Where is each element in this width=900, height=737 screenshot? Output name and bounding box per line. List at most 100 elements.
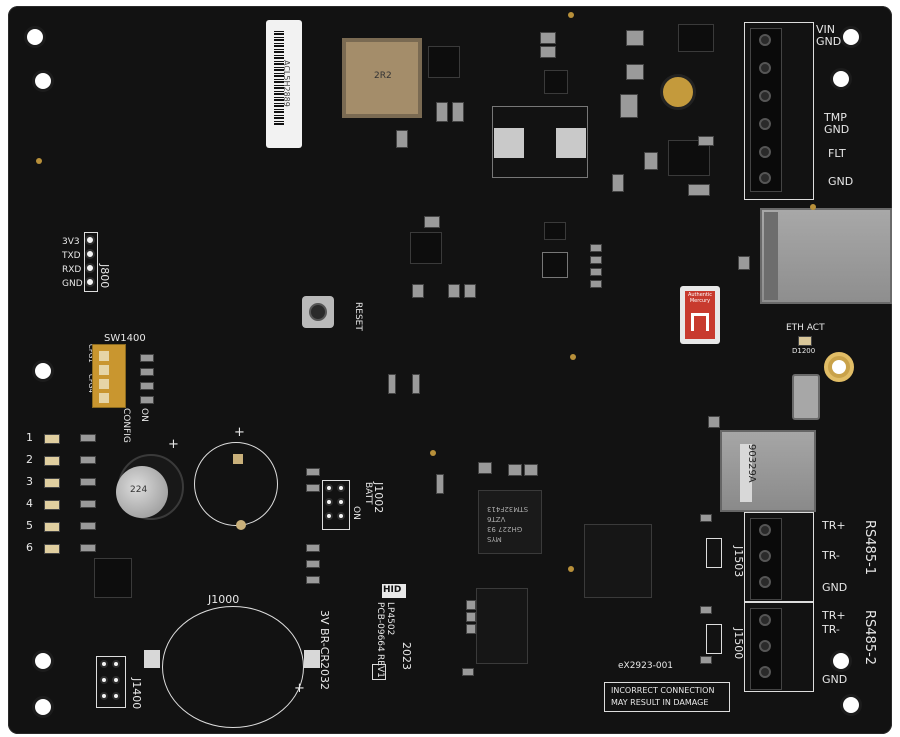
terminal-screw [759,666,771,678]
ethernet-jack-face [764,212,778,300]
dip-switch[interactable] [92,344,126,408]
resistor [306,560,320,568]
j800-label: J800 [98,264,111,289]
warning-line-2: MAY RESULT IN DAMAGE [611,698,709,707]
via [568,566,574,572]
dip-toggle-1[interactable] [99,351,109,361]
resistor [306,484,320,492]
j800-pin-hole [85,277,95,287]
j1000-label: J1000 [208,593,240,606]
resistor [412,284,424,298]
emmc-chip [584,524,652,598]
led-number-1: 1 [26,431,33,444]
warning-line-1: INCORRECT CONNECTION [611,686,715,695]
status-led-1 [44,434,60,444]
terminal-screw [759,90,771,102]
j1400-label: J1400 [130,678,143,710]
resistor [448,284,460,298]
battery-type: 3V BR-CR2032 [318,610,331,691]
circuit-board: ACL5H2889 2R2 VIN GND TMP GND FLT GND ET… [8,6,892,734]
reset-button-cap[interactable] [309,303,327,321]
inductor-marking: 2R2 [374,71,392,81]
rs485-2-label: RS485-2 [862,610,877,666]
mounting-hole [32,360,54,382]
part-number: eX2923-001 [618,661,674,671]
terminal-label-flt: FLT [828,147,846,160]
resistor [306,576,320,584]
resistor [80,522,96,530]
j800-outline [84,232,98,292]
reset-button[interactable] [302,296,334,328]
serial-sticker: ACL5H2889 [266,20,302,148]
resistor [140,354,154,362]
via [36,158,42,164]
ethernet-jack[interactable] [760,208,892,304]
resistor [140,382,154,390]
dip-toggle-2[interactable] [99,365,109,375]
pcb-number: PCB-09664 [375,602,385,652]
dip-toggle-4[interactable] [99,393,109,403]
led-number-4: 4 [26,497,33,510]
j1400-pin [112,676,120,684]
terminal-label-gnd: GND [824,123,850,136]
coin-cell-outline [162,606,304,728]
sw1400-config: CONFIG [121,408,131,443]
board-model: LP4502 [385,602,395,636]
inductor-l302 [668,140,710,176]
ic-u400 [410,232,442,264]
capacitor [540,32,556,44]
resistor [590,280,602,288]
ic-soic [94,558,132,598]
serial-number: ACL5H2889 [282,60,291,107]
plus-symbol: + [234,425,245,440]
j1002-pin [325,498,333,506]
resistor [462,668,474,676]
inductor-pad [556,128,586,158]
dip-toggle-3[interactable] [99,379,109,389]
rs485-2-gnd: GND [822,673,848,686]
j1002-pin [325,484,333,492]
j1400-pin [100,660,108,668]
rs485-2-outline [744,602,814,692]
j1002-batt: BATT [363,482,373,505]
j800-pin-hole [85,263,95,273]
led-number-3: 3 [26,475,33,488]
eth-act-label: ETH ACT [786,323,825,333]
terminal-label-gnd: GND [828,175,854,188]
resistor [700,514,712,522]
sw1400-on: ON [139,408,149,422]
power-inductor: 2R2 [342,38,422,118]
mcu-marking-4: MYS [487,535,502,543]
ic-u1300 [542,252,568,278]
resistor [80,434,96,442]
warning-box: INCORRECT CONNECTION MAY RESULT IN DAMAG… [604,682,730,712]
capacitor [626,30,644,46]
sd-card-slot[interactable]: 90329A [720,430,816,512]
capacitor [626,64,644,80]
plus-symbol: + [294,681,305,696]
j1400-pin [100,692,108,700]
mounting-hole [32,696,54,718]
mounting-hole [32,650,54,672]
mcu-stm32: STM32F413 VZT6 GH227 93 MYS [478,490,542,554]
capacitor [396,130,408,148]
j1400-pin [112,692,120,700]
j1002-on: ON [351,506,361,520]
sd-card-label [740,444,752,502]
supercap-marking: 224 [130,485,148,495]
resistor [388,374,396,394]
resistor [700,606,712,614]
status-led-3 [44,478,60,488]
resistor [80,456,96,464]
via [810,204,816,210]
terminal-label-gnd: GND [816,35,842,48]
j1500-label: J1500 [732,628,745,660]
terminal-block-top [750,28,782,192]
rs485-2-trplus: TR+ [822,609,846,622]
usb-connector[interactable] [792,374,820,420]
sw1400-label: SW1400 [104,333,146,344]
eth-led [798,336,812,346]
resistor [80,544,96,552]
status-led-2 [44,456,60,466]
resistor [306,468,320,476]
